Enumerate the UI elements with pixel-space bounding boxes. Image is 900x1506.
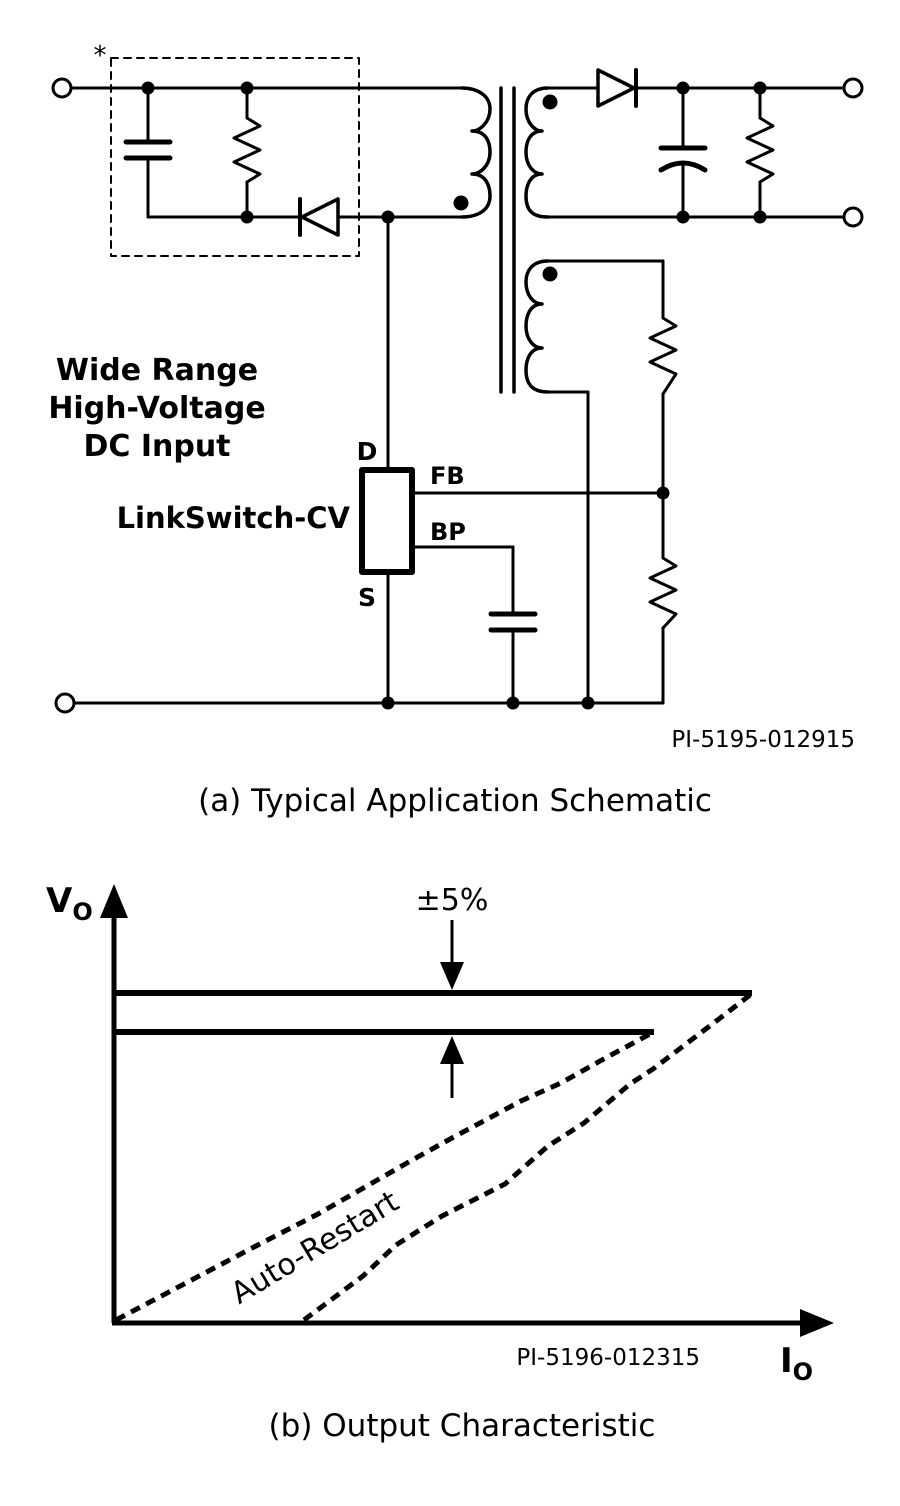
pin-label-s: S	[358, 583, 376, 612]
pin-label-bp: BP	[430, 518, 466, 546]
polarity-dots	[453, 94, 558, 282]
schematic-part-number: PI-5195-012915	[671, 727, 855, 753]
feedback-resistor-lower	[648, 556, 678, 705]
schematic-nodes	[141, 81, 767, 710]
x-axis-symbol: I	[780, 1341, 793, 1381]
output-terminal-negative	[842, 206, 864, 228]
auto-restart-boundary-upper-limit	[302, 993, 752, 1323]
tolerance-arrowhead-up	[440, 1036, 464, 1064]
output-resistor	[745, 86, 775, 219]
tolerance-arrowhead-down	[440, 962, 464, 990]
clamp-capacitor	[123, 86, 173, 219]
x-axis-arrow	[800, 1309, 834, 1337]
asterisk: *	[94, 41, 107, 71]
clamp-diode	[298, 197, 464, 237]
pin-label-fb: FB	[430, 462, 465, 490]
output-diode	[596, 68, 638, 108]
x-axis-subscript: O	[793, 1358, 813, 1386]
pin-label-d: D	[357, 437, 378, 466]
y-axis-subscript: O	[72, 898, 92, 926]
characteristic-part-number: PI-5196-012315	[516, 1345, 700, 1371]
schematic-caption: (a) Typical Application Schematic	[198, 783, 712, 819]
y-axis-arrow	[100, 884, 128, 918]
auto-restart-boundary-lower-limit	[114, 1031, 652, 1323]
output-terminal-positive	[842, 77, 864, 99]
schematic	[51, 57, 864, 714]
y-axis-symbol: V	[46, 881, 73, 921]
feedback-resistor-upper	[648, 316, 678, 560]
clamp-box	[110, 57, 360, 257]
input-label-line-1: Wide Range	[56, 353, 258, 388]
input-terminal-negative	[54, 692, 76, 714]
characteristic-plot	[100, 884, 834, 1337]
bypass-capacitor	[488, 545, 538, 705]
x-axis-label: IO	[780, 1341, 813, 1386]
clamp-resistor	[232, 86, 262, 219]
characteristic-caption: (b) Output Characteristic	[269, 1408, 656, 1444]
bias-winding	[524, 259, 550, 394]
y-axis-label: VO	[46, 881, 93, 926]
input-label-line-3: DC Input	[83, 429, 230, 464]
tolerance-label: ±5%	[416, 883, 489, 918]
input-terminal-positive	[51, 77, 73, 99]
ic-body	[359, 467, 415, 575]
ic-name-label: LinkSwitch-CV	[117, 501, 351, 535]
primary-winding	[460, 86, 492, 219]
secondary-winding	[524, 86, 550, 219]
input-label-line-2: High-Voltage	[48, 391, 265, 426]
output-capacitor	[658, 86, 708, 219]
